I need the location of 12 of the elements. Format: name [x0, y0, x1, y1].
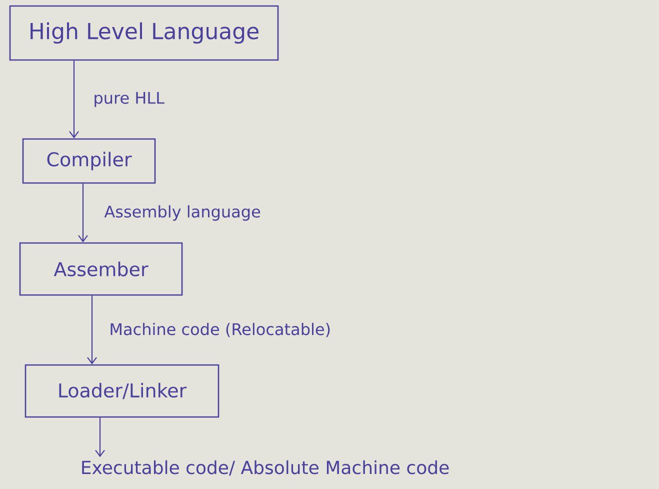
process-box: High Level Language: [9, 5, 279, 61]
arrow: [87, 296, 97, 364]
process-box: Assember: [19, 242, 183, 296]
edge-label: Machine code (Relocatable): [110, 322, 330, 338]
process-box: Loader/Linker: [24, 364, 220, 418]
arrow: [95, 418, 105, 458]
edge-label: pure HLL: [94, 92, 164, 107]
edge-label: Assembly language: [104, 205, 260, 221]
arrow: [78, 184, 88, 242]
arrow: [69, 60, 79, 138]
output-text: Executable code/ Absolute Machine code: [82, 460, 449, 476]
process-box: Compiler: [22, 138, 156, 184]
